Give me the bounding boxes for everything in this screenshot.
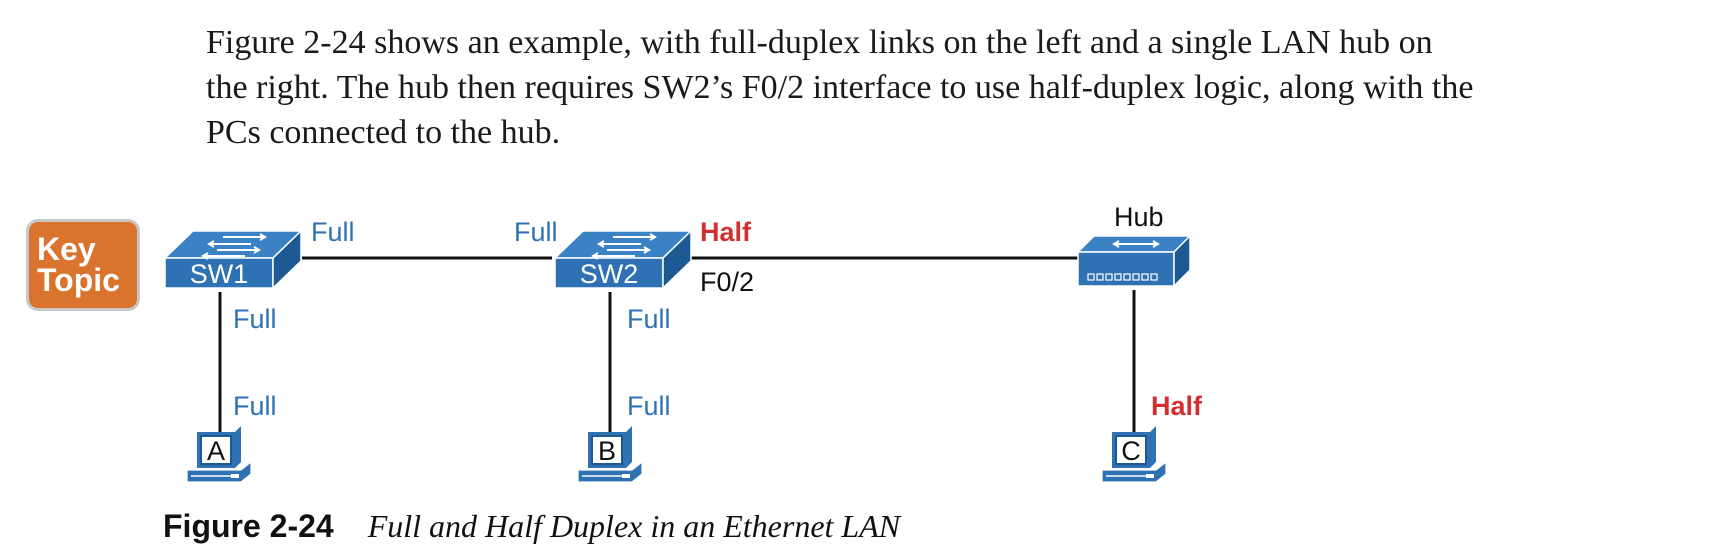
pc-a-name: A [207, 436, 225, 466]
key-topic-badge: Key Topic [26, 219, 140, 311]
paragraph-line-1: Figure 2-24 shows an example, with full-… [206, 24, 1433, 61]
paragraph-line-2: the right. The hub then requires SW2’s F… [206, 69, 1474, 106]
key-topic-line-1: Key [37, 231, 96, 267]
sw2-right-port-label: Half [700, 217, 752, 247]
key-topic-line-2: Topic [37, 262, 120, 298]
sw1-right-port-label: Full [311, 217, 355, 247]
sw2-left-port-label: Full [514, 217, 558, 247]
figure-title: Full and Half Duplex in an Ethernet LAN [367, 508, 901, 544]
sw2-interface-label: F0/2 [700, 267, 754, 297]
pc-a-port-label: Full [233, 391, 277, 421]
sw2-name: SW2 [580, 259, 639, 289]
pc-c: C [1101, 425, 1167, 483]
switch-sw1: SW1 [164, 230, 302, 289]
figure-number: Figure 2-24 [163, 508, 334, 544]
sw1-down-port-label: Full [233, 304, 277, 334]
pc-c-name: C [1121, 436, 1141, 466]
paragraph-line-3: PCs connected to the hub. [206, 114, 561, 151]
intro-paragraph: Figure 2-24 shows an example, with full-… [206, 20, 1646, 155]
pc-c-port-label: Half [1151, 391, 1203, 421]
pc-b-port-label: Full [627, 391, 671, 421]
pc-b-name: B [598, 436, 616, 466]
hub-icon [1077, 235, 1191, 287]
hub-device [1077, 235, 1191, 287]
pc-b: B [577, 425, 643, 483]
pc-a: A [186, 425, 252, 483]
sw2-down-port-label: Full [627, 304, 671, 334]
figure-caption: Figure 2-24 Full and Half Duplex in an Et… [163, 508, 900, 545]
switch-sw2: SW2 [554, 230, 692, 289]
hub-name: Hub [1114, 202, 1164, 232]
sw1-name: SW1 [190, 259, 249, 289]
